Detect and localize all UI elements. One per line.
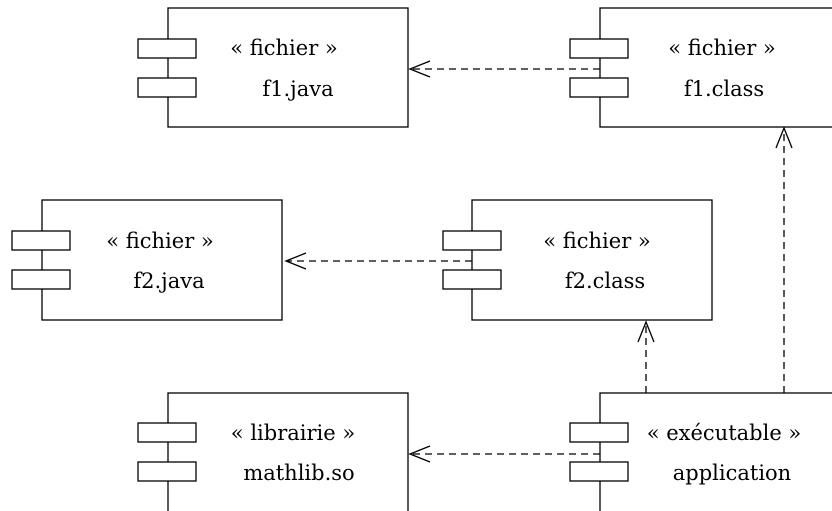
- component-tab-icon: [569, 77, 629, 98]
- component-tab-icon: [137, 77, 197, 98]
- component-tab-icon: [442, 269, 502, 290]
- component-name: f1.class: [684, 77, 764, 101]
- component-tab-icon: [569, 461, 629, 482]
- dependency-application-to-mathlib: [408, 445, 600, 463]
- component-tab-icon: [11, 269, 71, 290]
- component-name: f2.java: [133, 269, 204, 293]
- component-body: [41, 199, 283, 321]
- component-stereotype: « exécutable »: [647, 421, 802, 445]
- component-f2-java[interactable]: « fichier » f2.java: [11, 199, 283, 321]
- component-name: f2.class: [565, 269, 645, 293]
- component-tab-icon: [137, 422, 197, 443]
- component-body: [599, 392, 832, 511]
- component-tab-icon: [569, 422, 629, 443]
- component-f2-class[interactable]: « fichier » f2.class: [442, 199, 713, 321]
- component-name: application: [673, 461, 791, 485]
- dependency-f1-class-to-f1-java: [408, 60, 600, 78]
- component-body: [167, 7, 409, 128]
- component-stereotype: « fichier »: [230, 36, 338, 60]
- component-f1-class[interactable]: « fichier » f1.class: [569, 7, 832, 128]
- component-tab-icon: [137, 461, 197, 482]
- component-tab-icon: [569, 38, 629, 59]
- component-tab-icon: [442, 230, 502, 251]
- component-name: f1.java: [262, 77, 333, 101]
- component-stereotype: « fichier »: [106, 229, 214, 253]
- component-body: [471, 199, 713, 321]
- component-tab-icon: [11, 230, 71, 251]
- component-body: [599, 7, 832, 128]
- component-body: [167, 392, 409, 511]
- component-application[interactable]: « exécutable » application: [569, 392, 832, 511]
- component-stereotype: « fichier »: [543, 229, 651, 253]
- component-f1-java[interactable]: « fichier » f1.java: [137, 7, 409, 128]
- component-tab-icon: [137, 38, 197, 59]
- component-stereotype: « librairie »: [231, 421, 355, 445]
- component-stereotype: « fichier »: [668, 36, 776, 60]
- dependency-application-to-f2-class: [637, 320, 655, 393]
- dependency-f2-class-to-f2-java: [284, 252, 472, 270]
- component-mathlib-so[interactable]: « librairie » mathlib.so: [137, 392, 409, 511]
- component-name: mathlib.so: [243, 461, 354, 485]
- dependency-application-to-f1-class: [775, 126, 793, 393]
